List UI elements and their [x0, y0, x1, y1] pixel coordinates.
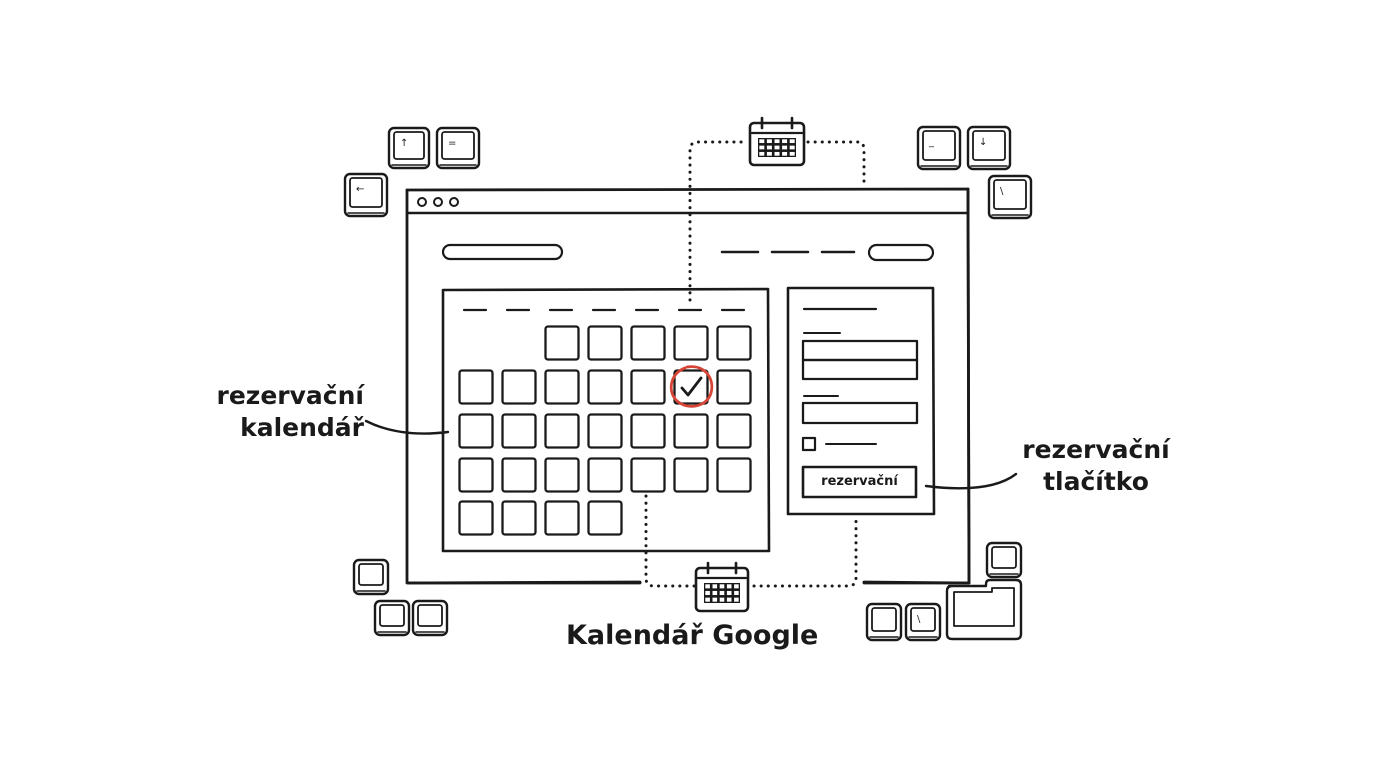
keyboard-key-icon: [411, 599, 449, 637]
calendar-day[interactable]: [458, 500, 494, 536]
calendar-icon: [694, 561, 750, 613]
day-grid: [458, 325, 752, 536]
calendar-day[interactable]: [458, 369, 494, 405]
selection-circle: [669, 365, 714, 408]
calendar-day-selected[interactable]: [669, 365, 714, 408]
calendar-day[interactable]: [544, 413, 580, 449]
keyboard-key-icon: =: [435, 126, 481, 170]
calendar-day[interactable]: [544, 457, 580, 493]
button-callout: rezervační tlačítko: [1016, 434, 1176, 498]
booking-form: [786, 286, 936, 516]
checkmark-icon: [680, 376, 703, 397]
svg-text:\: \: [1000, 186, 1004, 197]
calendar-day[interactable]: [501, 369, 537, 405]
sync-connector-top: [688, 140, 866, 302]
calendar-day[interactable]: [673, 457, 709, 493]
calendar-day[interactable]: [630, 369, 666, 405]
keyboard-key-icon: [865, 602, 903, 642]
keyboard-key-icon: [985, 541, 1023, 579]
calendar-icon: [748, 116, 806, 167]
calendar-day[interactable]: [544, 500, 580, 536]
window-dot-icon: [433, 197, 443, 207]
svg-text:_: _: [928, 137, 935, 148]
calendar-day[interactable]: [673, 325, 709, 361]
calendar-day[interactable]: [501, 500, 537, 536]
keyboard-key-icon: \: [987, 174, 1033, 220]
calendar-day[interactable]: [716, 325, 752, 361]
calendar-day[interactable]: [630, 413, 666, 449]
button-callout-line2: tlačítko: [1043, 467, 1149, 496]
calendar-day[interactable]: [587, 413, 623, 449]
book-button-label: rezervační: [821, 474, 898, 489]
email-field[interactable]: [801, 401, 919, 425]
svg-text:\: \: [917, 614, 921, 625]
calendar-day[interactable]: [544, 325, 580, 361]
svg-text:↓: ↓: [979, 137, 987, 148]
google-calendar-caption: Kalendář Google: [566, 620, 819, 651]
consent-checkbox[interactable]: [801, 436, 817, 452]
keyboard-key-icon: _: [916, 125, 962, 171]
calendar-day[interactable]: [630, 325, 666, 361]
address-bar[interactable]: [441, 243, 564, 261]
calendar-day[interactable]: [716, 413, 752, 449]
svg-text:↑: ↑: [400, 138, 408, 149]
calendar-day[interactable]: [458, 457, 494, 493]
calendar-day[interactable]: [501, 413, 537, 449]
calendar-day[interactable]: [587, 369, 623, 405]
calendar-callout: rezervační kalendář: [206, 380, 364, 444]
book-button[interactable]: [801, 465, 918, 499]
calendar-day[interactable]: [587, 500, 623, 536]
window-dot-icon: [417, 197, 427, 207]
booking-calendar: [441, 287, 771, 553]
calendar-day[interactable]: [587, 325, 623, 361]
calendar-callout-line1: rezervační: [216, 381, 364, 410]
keyboard-key-icon: [945, 578, 1023, 641]
calendar-day[interactable]: [501, 457, 537, 493]
keyboard-key-icon: [352, 558, 390, 596]
calendar-callout-line2: kalendář: [240, 413, 364, 442]
button-callout-line: [924, 472, 1018, 490]
sync-connector-bottom: [644, 494, 858, 588]
button-callout-line1: rezervační: [1022, 435, 1170, 464]
calendar-day[interactable]: [458, 413, 494, 449]
calendar-day[interactable]: [630, 457, 666, 493]
header-button[interactable]: [867, 243, 935, 262]
calendar-day[interactable]: [716, 457, 752, 493]
browser-window: [405, 187, 971, 585]
calendar-callout-line: [364, 419, 450, 435]
calendar-day[interactable]: [587, 457, 623, 493]
keyboard-key-icon: \: [904, 602, 942, 642]
calendar-day[interactable]: [544, 369, 580, 405]
calendar-day[interactable]: [673, 413, 709, 449]
keyboard-key-icon: ←: [343, 172, 389, 218]
svg-text:=: =: [448, 138, 456, 149]
window-dot-icon: [449, 197, 459, 207]
svg-text:←: ←: [356, 184, 364, 195]
calendar-day[interactable]: [716, 369, 752, 405]
keyboard-key-icon: ↓: [966, 125, 1012, 171]
keyboard-keys: ↑ = ← _ ↓ \ \: [343, 125, 1033, 642]
name-field[interactable]: [801, 339, 919, 381]
keyboard-key-icon: [373, 599, 411, 637]
keyboard-key-icon: ↑: [387, 126, 431, 170]
